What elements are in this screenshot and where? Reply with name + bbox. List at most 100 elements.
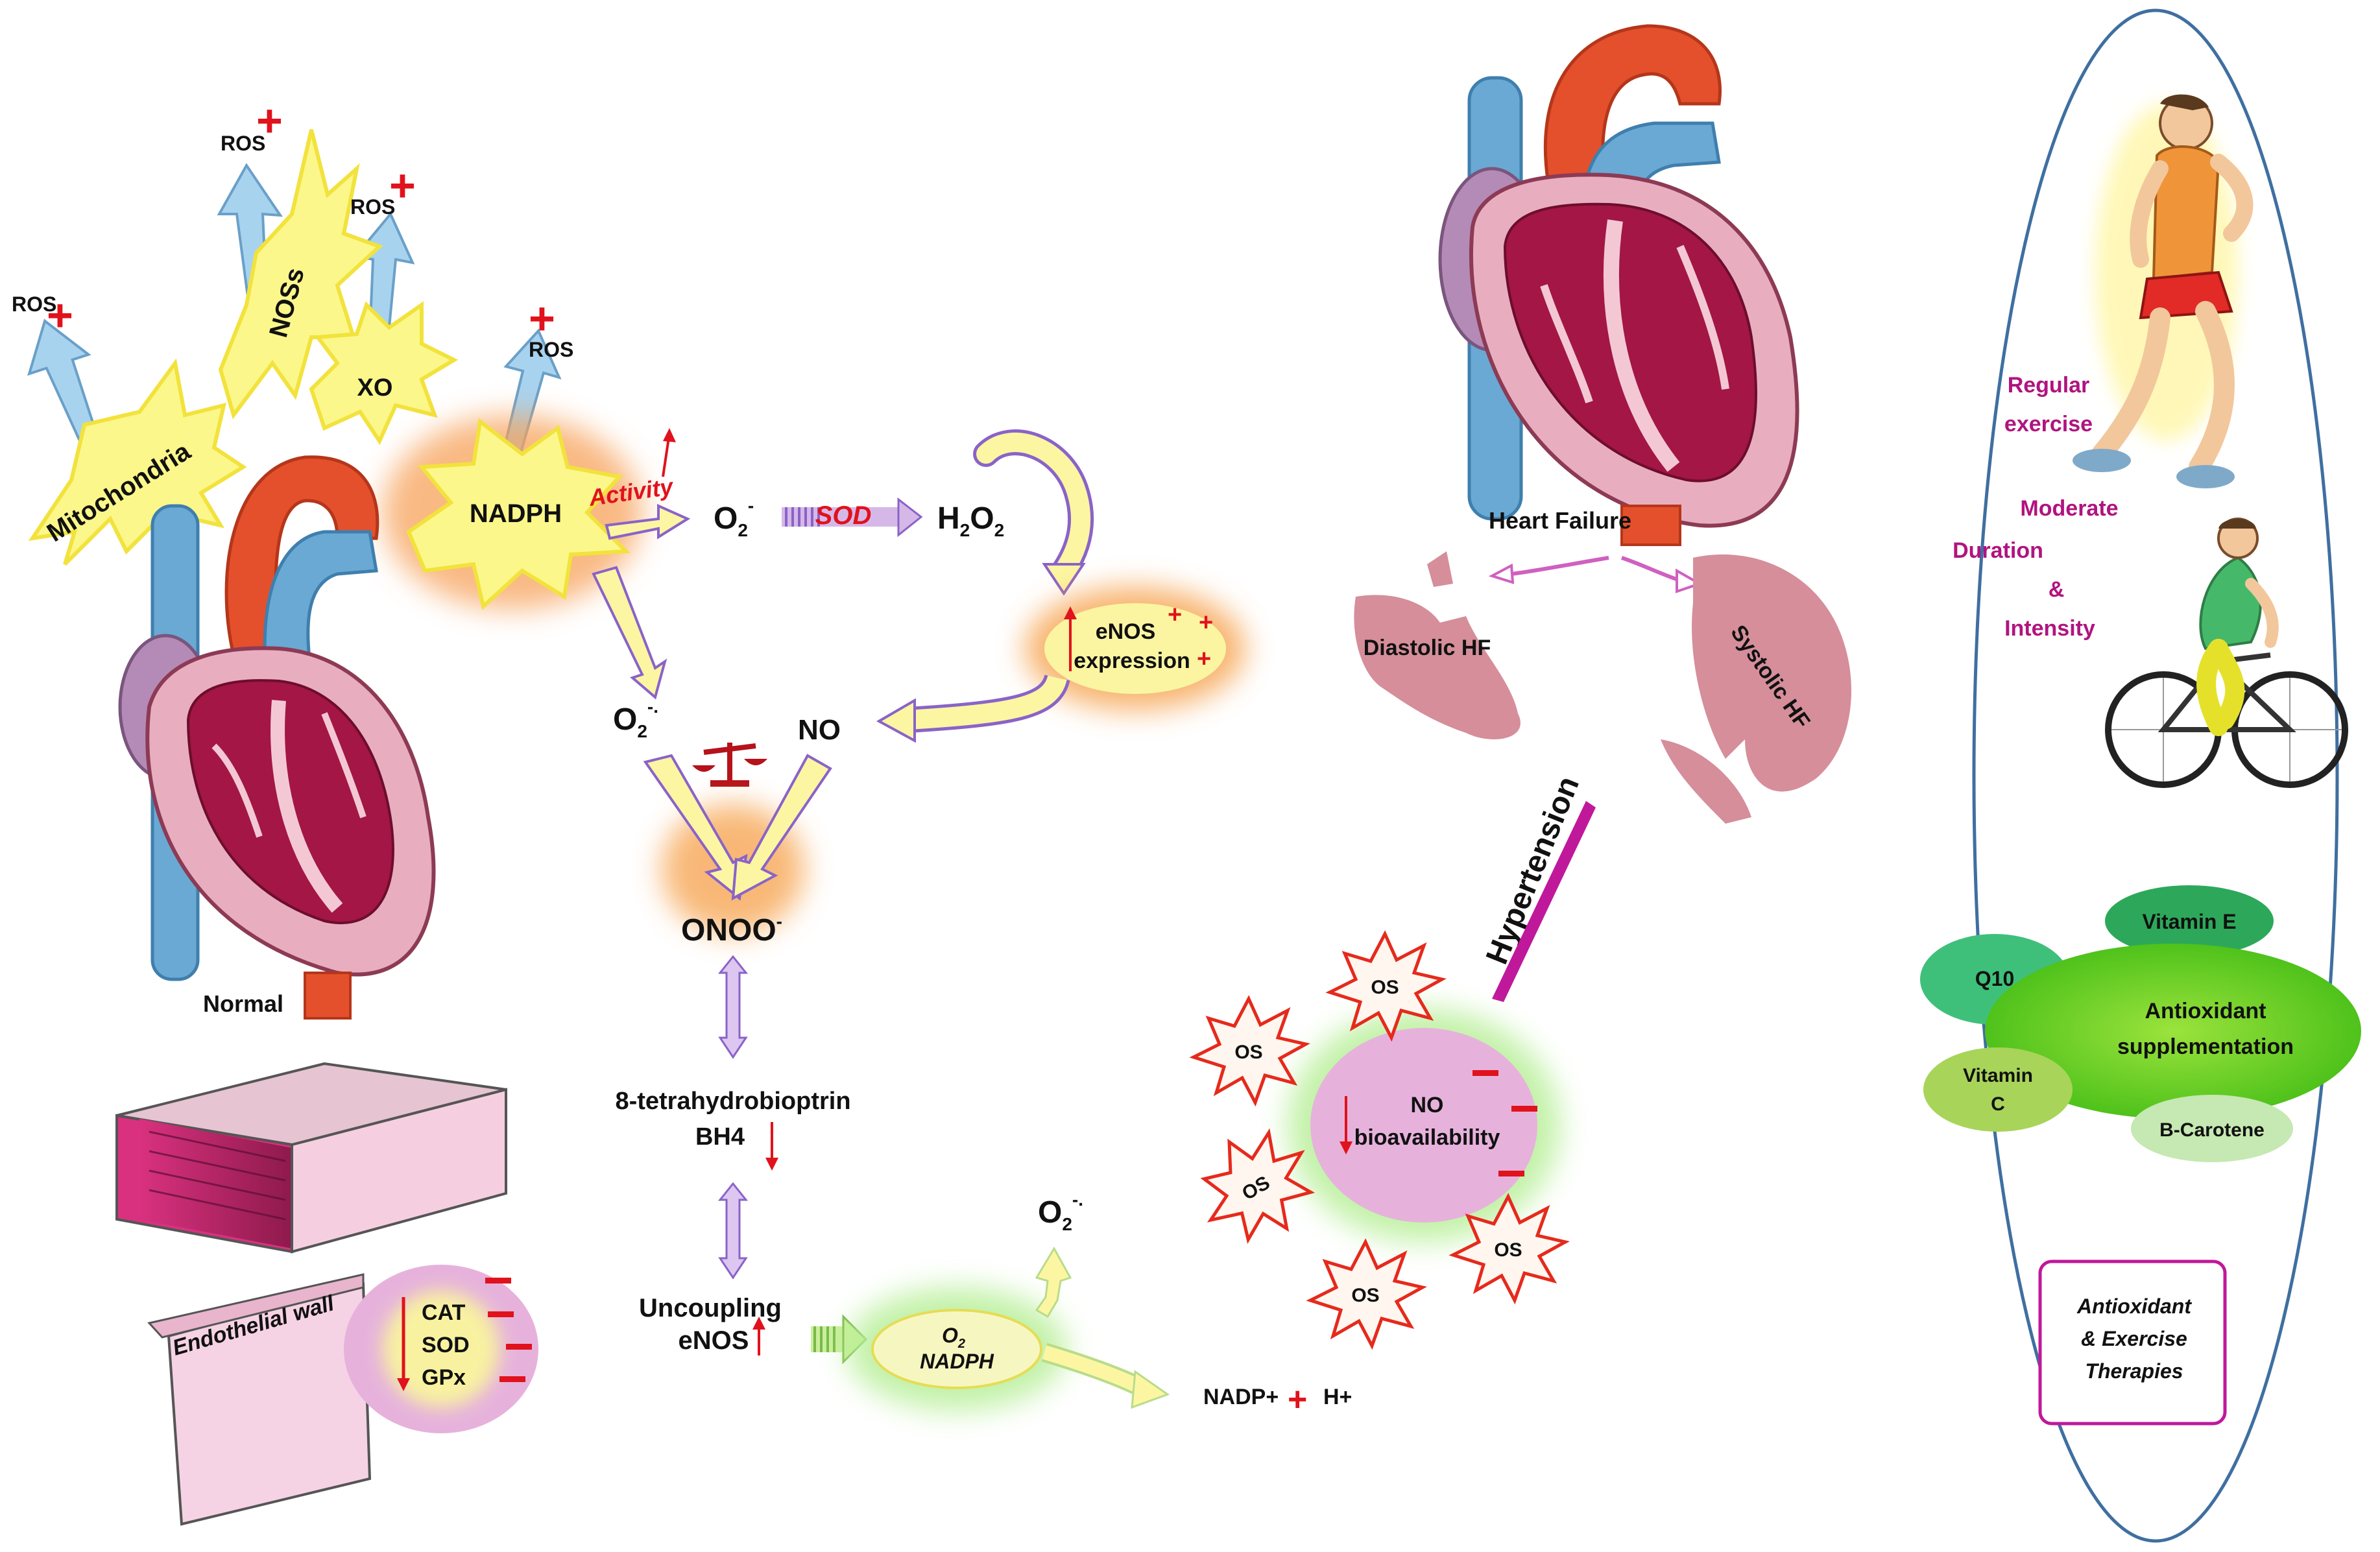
minus-sign-5 bbox=[1472, 1070, 1498, 1076]
no-bio-line1: NO bbox=[1411, 1093, 1444, 1117]
enos-line2: expression bbox=[1074, 649, 1190, 673]
red-plus-2: + bbox=[256, 95, 283, 146]
systolic-hf: Systolic HF bbox=[1661, 554, 1851, 824]
nadph-ellipse-label: NADPH bbox=[920, 1350, 994, 1373]
svg-text:B-Carotene: B-Carotene bbox=[2159, 1119, 2265, 1141]
vitamin-c: Vitamin C bbox=[1923, 1047, 2073, 1132]
normal-label: Normal bbox=[203, 990, 283, 1017]
bh4-line2: BH4 bbox=[695, 1123, 745, 1151]
antioxidant-supplementation: Antioxidant supplementation bbox=[1985, 944, 2361, 1119]
moderate-label: Moderate bbox=[2020, 496, 2118, 521]
uncoupling-line2: eNOS bbox=[679, 1326, 749, 1355]
svg-text:+: + bbox=[1168, 601, 1182, 628]
os-burst-1: OS bbox=[1189, 995, 1310, 1107]
cyclist-figure bbox=[2105, 518, 2348, 788]
therapies-box: Antioxidant & Exercise Therapies bbox=[2038, 1260, 2227, 1426]
svg-text:supplementation: supplementation bbox=[2117, 1034, 2294, 1059]
uncoupling-up-arrow bbox=[752, 1317, 765, 1355]
endothelial-wall: Endothelial wall bbox=[115, 1062, 507, 1526]
diastolic-hf-label: Diastolic HF bbox=[1364, 636, 1491, 660]
svg-text:OS: OS bbox=[1371, 977, 1399, 998]
minus-sign-6 bbox=[1511, 1106, 1537, 1112]
hypertension: Hypertension bbox=[1480, 772, 1596, 1002]
o2-superoxide-left: O2-. bbox=[613, 697, 658, 741]
os-burst-5: OS bbox=[1448, 1193, 1570, 1305]
no-bio-line2: bioavailability bbox=[1354, 1125, 1500, 1150]
ros-label-2: ROS bbox=[221, 132, 265, 155]
svg-text:& Exercise: & Exercise bbox=[2081, 1327, 2187, 1350]
enzyme-gpx: GPx bbox=[422, 1365, 466, 1390]
uncoupling-line1: Uncoupling bbox=[639, 1294, 782, 1322]
red-plus-4: + bbox=[529, 293, 555, 344]
intensity-label: Intensity bbox=[2004, 616, 2095, 641]
hplus-label: H+ bbox=[1323, 1385, 1352, 1409]
os-burst-2: OS bbox=[1325, 930, 1447, 1042]
svg-text:Antioxidant: Antioxidant bbox=[2145, 999, 2266, 1023]
enzyme-sod: SOD bbox=[422, 1333, 470, 1357]
peroxynitrite-label: ONOO- bbox=[681, 911, 782, 948]
os-starbursts: OS OS OS OS OS bbox=[1189, 930, 1570, 1350]
nadph-label: NADPH bbox=[470, 499, 562, 528]
svg-text:Antioxidant: Antioxidant bbox=[2076, 1295, 2192, 1318]
noss-starburst: NOSs bbox=[218, 129, 383, 420]
sod-label: SOD bbox=[815, 501, 872, 530]
no-down-arrow bbox=[1340, 1096, 1352, 1154]
failing-heart: Heart Failure bbox=[1438, 24, 1799, 546]
no-label: NO bbox=[798, 714, 841, 746]
svg-text:C: C bbox=[1991, 1093, 2005, 1115]
xo-starburst: XO bbox=[309, 301, 459, 446]
regular-line2: exercise bbox=[2004, 412, 2093, 436]
nadp-label: NADP+ bbox=[1203, 1385, 1279, 1409]
runner-figure bbox=[2073, 94, 2254, 488]
pathway: O2- SOD H2O2 bbox=[592, 429, 1352, 1418]
enos-up-arrow bbox=[1064, 606, 1077, 671]
hf-split-arrows bbox=[1488, 556, 1703, 593]
b-carotene: B-Carotene bbox=[2131, 1095, 2293, 1162]
minus-sign-7 bbox=[1498, 1171, 1524, 1176]
amp-label: & bbox=[2049, 577, 2065, 602]
o2-superoxide-out: O2-. bbox=[1038, 1189, 1083, 1234]
red-plus-3: + bbox=[389, 160, 416, 211]
antioxidant-enzymes: CAT SOD GPx bbox=[344, 1265, 538, 1433]
normal-heart: Normal bbox=[118, 455, 436, 1020]
activity-up-arrow bbox=[662, 428, 676, 477]
svg-text:OS: OS bbox=[1494, 1239, 1522, 1261]
svg-text:Q10: Q10 bbox=[1975, 967, 2014, 990]
xo-label: XO bbox=[357, 374, 393, 401]
therapy-panel: Regular exercise Moderate Duration & Int… bbox=[1920, 8, 2361, 1543]
scale-balance-icon bbox=[692, 743, 767, 787]
bh4-down-arrow bbox=[765, 1122, 778, 1171]
ros-label-3: ROS bbox=[350, 195, 395, 219]
bh4-line1: 8-tetrahydrobioptrin bbox=[615, 1088, 850, 1115]
red-plus-1: + bbox=[47, 290, 73, 340]
o2-superoxide-top: O2- bbox=[714, 495, 754, 540]
svg-text:O2: O2 bbox=[942, 1324, 965, 1351]
svg-text:+: + bbox=[1199, 609, 1213, 636]
regular-line1: Regular bbox=[2008, 373, 2090, 398]
minus-sign-3 bbox=[506, 1344, 532, 1350]
enos-expression: eNOS expression + + + bbox=[1025, 587, 1245, 710]
enzyme-cat: CAT bbox=[422, 1300, 466, 1325]
enos-line1: eNOS bbox=[1096, 619, 1156, 644]
sod-arrow: SOD bbox=[782, 497, 923, 538]
os-burst-3: OS bbox=[1200, 1128, 1316, 1244]
ros-label-4: ROS bbox=[529, 338, 573, 361]
no-bioavailability: NO bioavailability bbox=[1288, 1009, 1560, 1242]
svg-text:Therapies: Therapies bbox=[2085, 1359, 2183, 1383]
svg-text:+: + bbox=[1197, 645, 1211, 673]
minus-sign-2 bbox=[488, 1311, 514, 1317]
duration-label: Duration bbox=[1953, 538, 2043, 563]
h2o2-label: H2O2 bbox=[937, 501, 1004, 540]
svg-text:Vitamin E: Vitamin E bbox=[2142, 910, 2236, 933]
minus-sign-1 bbox=[485, 1278, 511, 1283]
os-burst-4: OS bbox=[1306, 1238, 1427, 1350]
diastolic-hf: Diastolic HF bbox=[1354, 551, 1521, 739]
svg-text:Vitamin: Vitamin bbox=[1963, 1065, 2033, 1086]
minus-sign-4 bbox=[499, 1376, 525, 1382]
vitamin-e: Vitamin E bbox=[2105, 885, 2274, 957]
nadph-starburst: NADPH Activity bbox=[383, 415, 676, 610]
svg-text:OS: OS bbox=[1351, 1285, 1379, 1306]
ros-label-1: ROS bbox=[12, 292, 56, 316]
heart-failure-label: Heart Failure bbox=[1489, 507, 1631, 534]
